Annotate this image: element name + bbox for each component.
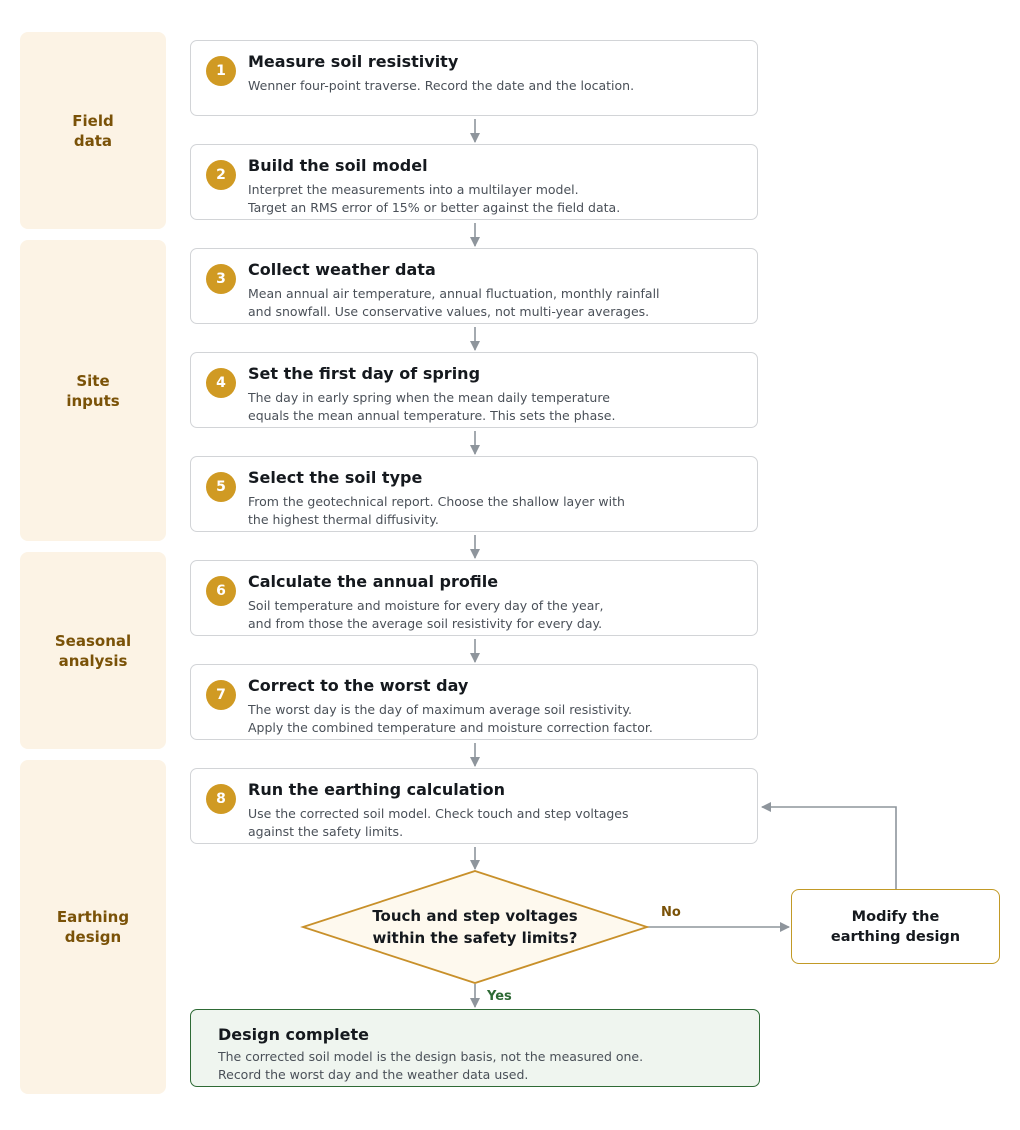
step-5: 5 Select the soil type From the geotechn… xyxy=(190,456,758,532)
step-2: 2 Build the soil model Interpret the mea… xyxy=(190,144,758,220)
step-title: Build the soil model xyxy=(248,156,428,175)
decision-question: Touch and step voltages within the safet… xyxy=(372,907,578,947)
step-8: 8 Run the earthing calculation Use the c… xyxy=(190,768,758,844)
step-4: 4 Set the first day of spring The day in… xyxy=(190,352,758,428)
phase-label: Seasonal analysis xyxy=(54,631,132,670)
step-3: 3 Collect weather data Mean annual air t… xyxy=(190,248,758,324)
decision-diamond xyxy=(300,870,650,984)
step-title: Correct to the worst day xyxy=(248,676,469,695)
modify-design-box: Modify the earthing design xyxy=(791,889,1000,964)
modify-design-label: Modify the earthing design xyxy=(830,908,961,945)
step-number-badge: 5 xyxy=(206,472,236,502)
step-number-badge: 1 xyxy=(206,56,236,86)
step-title: Collect weather data xyxy=(248,260,436,279)
step-number-badge: 4 xyxy=(206,368,236,398)
phase-field-data: Field data xyxy=(20,32,166,229)
design-complete-title: Design complete xyxy=(218,1025,369,1044)
step-number-badge: 2 xyxy=(206,160,236,190)
design-complete-box: Design complete The corrected soil model… xyxy=(190,1009,760,1087)
design-complete-description: The corrected soil model is the design b… xyxy=(218,1049,644,1082)
edge-label-no: No xyxy=(661,905,681,920)
phase-label: Site inputs xyxy=(66,371,120,410)
step-description: From the geotechnical report. Choose the… xyxy=(248,494,625,527)
phase-label: Field data xyxy=(72,111,114,150)
step-number-badge: 8 xyxy=(206,784,236,814)
step-description: The worst day is the day of maximum aver… xyxy=(248,702,653,735)
step-7: 7 Correct to the worst day The worst day… xyxy=(190,664,758,740)
step-description: Use the corrected soil model. Check touc… xyxy=(248,806,629,839)
step-6: 6 Calculate the annual profile Soil temp… xyxy=(190,560,758,636)
step-description: Interpret the measurements into a multil… xyxy=(248,182,621,215)
step-description: Wenner four-point traverse. Record the d… xyxy=(248,78,635,93)
step-title: Run the earthing calculation xyxy=(248,780,506,799)
phase-seasonal-analysis: Seasonal analysis xyxy=(20,552,166,749)
step-number-badge: 7 xyxy=(206,680,236,710)
step-number-badge: 3 xyxy=(206,264,236,294)
phase-earthing-design: Earthing design xyxy=(20,760,166,1094)
phase-site-inputs: Site inputs xyxy=(20,240,166,541)
step-title: Select the soil type xyxy=(248,468,423,487)
phase-label: Earthing design xyxy=(56,908,130,946)
step-description: Mean annual air temperature, annual fluc… xyxy=(248,286,660,319)
step-title: Measure soil resistivity xyxy=(248,52,459,71)
step-title: Set the first day of spring xyxy=(248,364,481,383)
step-number-badge: 6 xyxy=(206,576,236,606)
step-title: Calculate the annual profile xyxy=(248,572,499,591)
step-description: Soil temperature and moisture for every … xyxy=(248,598,604,631)
edge-label-yes: Yes xyxy=(487,989,512,1004)
step-description: The day in early spring when the mean da… xyxy=(248,390,616,423)
arrow-loop-back xyxy=(761,802,897,889)
step-1: 1 Measure soil resistivity Wenner four-p… xyxy=(190,40,758,116)
